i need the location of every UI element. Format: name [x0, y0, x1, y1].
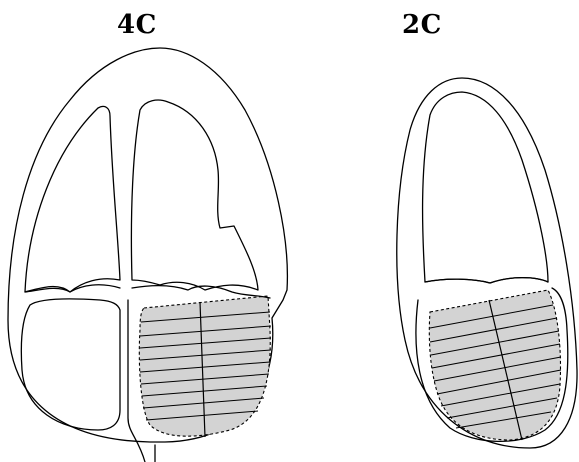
four-chamber-valve-plane: [25, 285, 270, 298]
two-chamber-left-atrium: [423, 92, 548, 283]
two-chamber-valve-plane: [425, 278, 548, 283]
four-chamber-left-atrium: [25, 106, 120, 292]
four-chamber-right-atrium: [131, 100, 258, 290]
two-chamber-view: [397, 78, 577, 448]
four-chamber-view: [8, 48, 287, 462]
four-chamber-left-ventricle: [21, 299, 120, 430]
